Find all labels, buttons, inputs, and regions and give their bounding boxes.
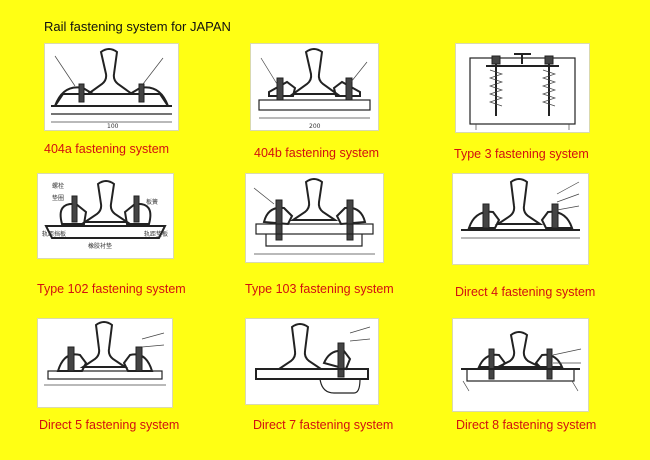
diagram-direct4 — [452, 173, 589, 265]
caption-type102: Type 102 fastening system — [37, 282, 186, 296]
diagram-type102: 螺栓 垫圈 板簧 轨距挡板 橡胶衬垫 轨距垫板 — [37, 173, 174, 259]
caption-direct4: Direct 4 fastening system — [455, 285, 596, 299]
label-plate-spring: 板簧 — [146, 198, 158, 206]
diagram-404b: 200 — [250, 43, 379, 131]
diagram-direct4-drawing — [461, 178, 580, 239]
page-title: Rail fastening system for JAPAN — [44, 19, 231, 34]
label-base-plate: 轨距垫板 — [144, 230, 168, 238]
diagram-404a: 100 — [44, 43, 179, 131]
label-rail-pad: 轨距挡板 — [42, 230, 66, 238]
caption-type3: Type 3 fastening system — [454, 147, 589, 161]
diagram-direct5 — [37, 318, 173, 408]
diagram-type103-drawing — [253, 178, 375, 255]
diagram-type103 — [245, 173, 384, 263]
diagram-direct5-drawing — [44, 321, 166, 386]
diagram-direct7 — [245, 318, 379, 405]
diagram-type3-drawing — [469, 53, 576, 130]
label-rubber-pad: 橡胶衬垫 — [88, 242, 112, 250]
label-washer: 垫圈 — [52, 194, 64, 202]
diagram-type102-drawing: 螺栓 垫圈 板簧 轨距挡板 橡胶衬垫 轨距垫板 — [42, 180, 168, 250]
dimension-label: 100 — [107, 123, 119, 130]
label-bolt: 螺栓 — [52, 182, 64, 190]
caption-type103: Type 103 fastening system — [245, 282, 394, 296]
caption-404b: 404b fastening system — [254, 146, 380, 160]
diagram-direct8 — [452, 318, 589, 412]
diagram-404a-drawing: 100 — [51, 48, 172, 130]
diagram-direct7-drawing — [255, 323, 371, 394]
caption-404a: 404a fastening system — [44, 142, 170, 156]
diagram-type3 — [455, 43, 590, 133]
caption-direct8: Direct 8 fastening system — [456, 418, 597, 432]
diagram-direct8-drawing — [461, 331, 582, 392]
dimension-label: 200 — [309, 123, 321, 130]
caption-direct7: Direct 7 fastening system — [253, 418, 394, 432]
caption-direct5: Direct 5 fastening system — [39, 418, 180, 432]
diagram-404b-drawing: 200 — [258, 48, 371, 130]
